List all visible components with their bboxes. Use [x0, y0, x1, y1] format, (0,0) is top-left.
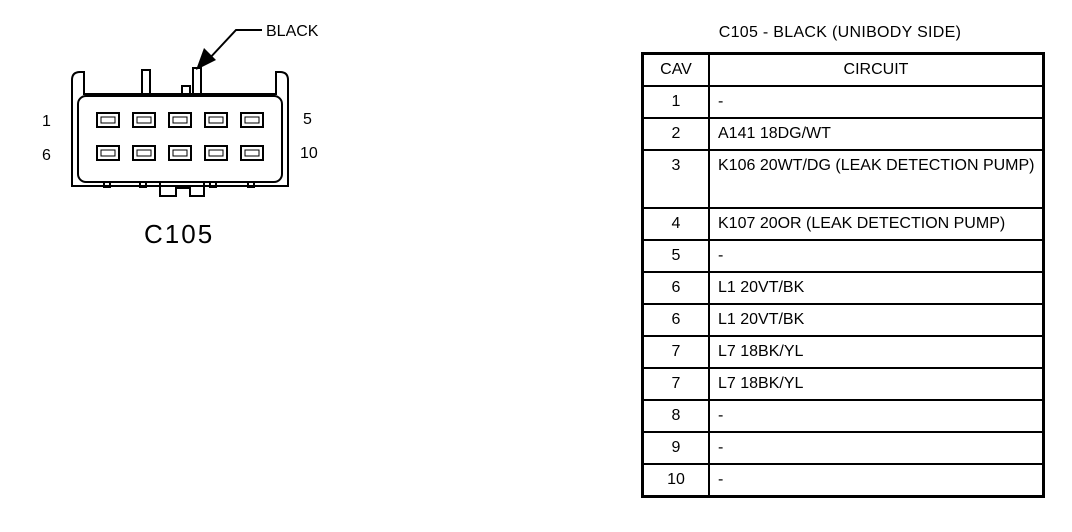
- cavity-row-bottom: [96, 145, 264, 161]
- cavity-2: [132, 112, 156, 128]
- callout-leader: [207, 29, 262, 61]
- cav-cell: 9: [641, 431, 710, 465]
- cavity-3: [168, 112, 192, 128]
- circuit-cell: L7 18BK/YL: [708, 367, 1045, 401]
- cav-cell: 7: [641, 335, 710, 369]
- circuit-cell: A141 18DG/WT: [708, 117, 1045, 151]
- connector-face: [77, 95, 283, 183]
- bottom-key: [159, 182, 205, 197]
- circuit-cell: -: [708, 239, 1045, 273]
- cavity-4: [204, 112, 228, 128]
- cav-cell: 8: [641, 399, 710, 433]
- header-circuit: CIRCUIT: [708, 52, 1045, 87]
- table-row: 10 -: [641, 463, 1045, 498]
- pinout-table: CAV CIRCUIT 1 - 2 A141 18DG/WT 3 K106 20…: [641, 52, 1045, 498]
- cav-cell: 1: [641, 85, 710, 119]
- connector-id-label: C105: [144, 219, 214, 249]
- cavity-9: [204, 145, 228, 161]
- connector-diagram: BLACK 1 6 5 10 C105: [42, 23, 319, 249]
- table-row: 9 -: [641, 431, 1045, 465]
- cavity-8: [168, 145, 192, 161]
- latch-tab-left: [141, 69, 151, 95]
- table-row: 3 K106 20WT/DG (LEAK DETECTION PUMP): [641, 149, 1045, 209]
- callout-arrowhead: [196, 48, 216, 70]
- cav-cell: 3: [641, 149, 710, 209]
- table-row: 7 L7 18BK/YL: [641, 335, 1045, 369]
- header-cav: CAV: [641, 52, 710, 87]
- table-row: 2 A141 18DG/WT: [641, 117, 1045, 151]
- cavity-row-top: [96, 112, 264, 128]
- circuit-cell: L1 20VT/BK: [708, 303, 1045, 337]
- circuit-cell: K107 20OR (LEAK DETECTION PUMP): [708, 207, 1045, 241]
- pin-number-5: 5: [303, 111, 312, 128]
- cavity-6: [96, 145, 120, 161]
- circuit-cell: -: [708, 85, 1045, 119]
- cav-cell: 5: [641, 239, 710, 273]
- cav-cell: 6: [641, 303, 710, 337]
- cav-cell: 7: [641, 367, 710, 401]
- pin-number-1: 1: [42, 113, 51, 130]
- cav-cell: 6: [641, 271, 710, 305]
- table-row: 7 L7 18BK/YL: [641, 367, 1045, 401]
- table-title: C105 - BLACK (UNIBODY SIDE): [718, 24, 962, 41]
- pin-number-6: 6: [42, 147, 51, 164]
- table-row: 6 L1 20VT/BK: [641, 303, 1045, 337]
- cavity-5: [240, 112, 264, 128]
- cavity-7: [132, 145, 156, 161]
- table-row: 4 K107 20OR (LEAK DETECTION PUMP): [641, 207, 1045, 241]
- cav-cell: 2: [641, 117, 710, 151]
- circuit-cell: -: [708, 399, 1045, 433]
- table-header-row: CAV CIRCUIT: [641, 52, 1045, 87]
- circuit-cell: L1 20VT/BK: [708, 271, 1045, 305]
- table-row: 1 -: [641, 85, 1045, 119]
- table-row: 6 L1 20VT/BK: [641, 271, 1045, 305]
- cav-cell: 10: [641, 463, 710, 498]
- circuit-cell: L7 18BK/YL: [708, 335, 1045, 369]
- table-row: 8 -: [641, 399, 1045, 433]
- cav-cell: 4: [641, 207, 710, 241]
- callout-label: BLACK: [266, 23, 319, 40]
- latch-tab-right: [192, 67, 202, 95]
- cavity-10: [240, 145, 264, 161]
- connector-housing: [71, 71, 289, 187]
- pin-number-10: 10: [300, 145, 318, 162]
- circuit-cell: -: [708, 431, 1045, 465]
- table-row: 5 -: [641, 239, 1045, 273]
- circuit-cell: -: [708, 463, 1045, 498]
- circuit-cell: K106 20WT/DG (LEAK DETECTION PUMP): [708, 149, 1045, 209]
- cavity-1: [96, 112, 120, 128]
